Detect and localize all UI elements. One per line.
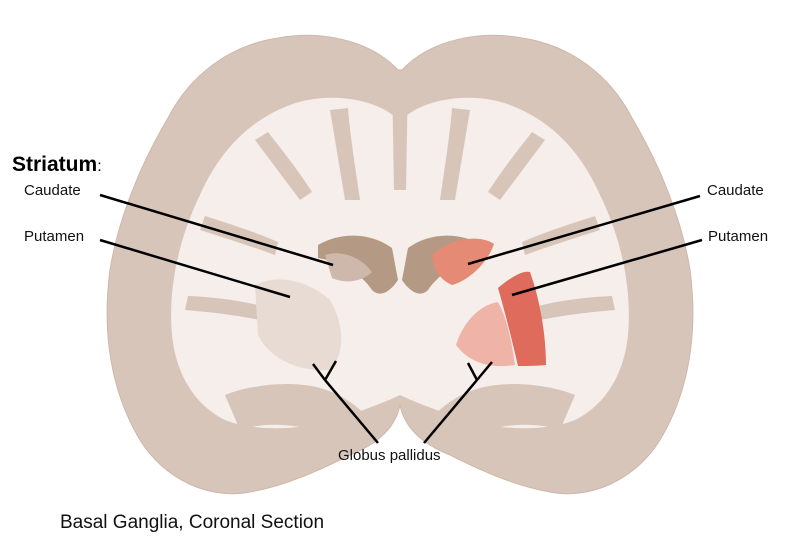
label-globus-pallidus: Globus pallidus [338,447,441,464]
leader-gp-left-tick-a [312,363,326,381]
striatum-heading: Striatum: [12,153,102,176]
label-right-caudate: Caudate [707,182,764,199]
leader-gp-right-tick-b [476,361,493,381]
left-caudate [325,253,372,282]
leader-gp-left [324,379,379,444]
cortical-folds [185,75,615,320]
temporal-lobes [225,384,575,440]
right-caudate-highlight [432,238,494,285]
leader-gp-left-tick-b [323,360,338,381]
label-left-caudate: Caudate [24,182,81,199]
figure-caption: Basal Ganglia, Coronal Section [60,512,325,533]
right-putamen-highlight [498,271,546,366]
leader-left-putamen [99,238,291,299]
left-lentiform [255,279,342,371]
label-left-putamen: Putamen [24,228,85,245]
label-right-putamen: Putamen [708,228,769,245]
leader-gp-right-tick-a [466,362,479,381]
right-globus-pallidus-highlight [456,302,515,367]
leader-right-putamen [511,238,703,297]
leader-left-caudate [99,193,334,267]
leader-gp-right [423,379,478,444]
leader-lines [99,193,703,444]
leader-right-caudate [467,194,701,266]
